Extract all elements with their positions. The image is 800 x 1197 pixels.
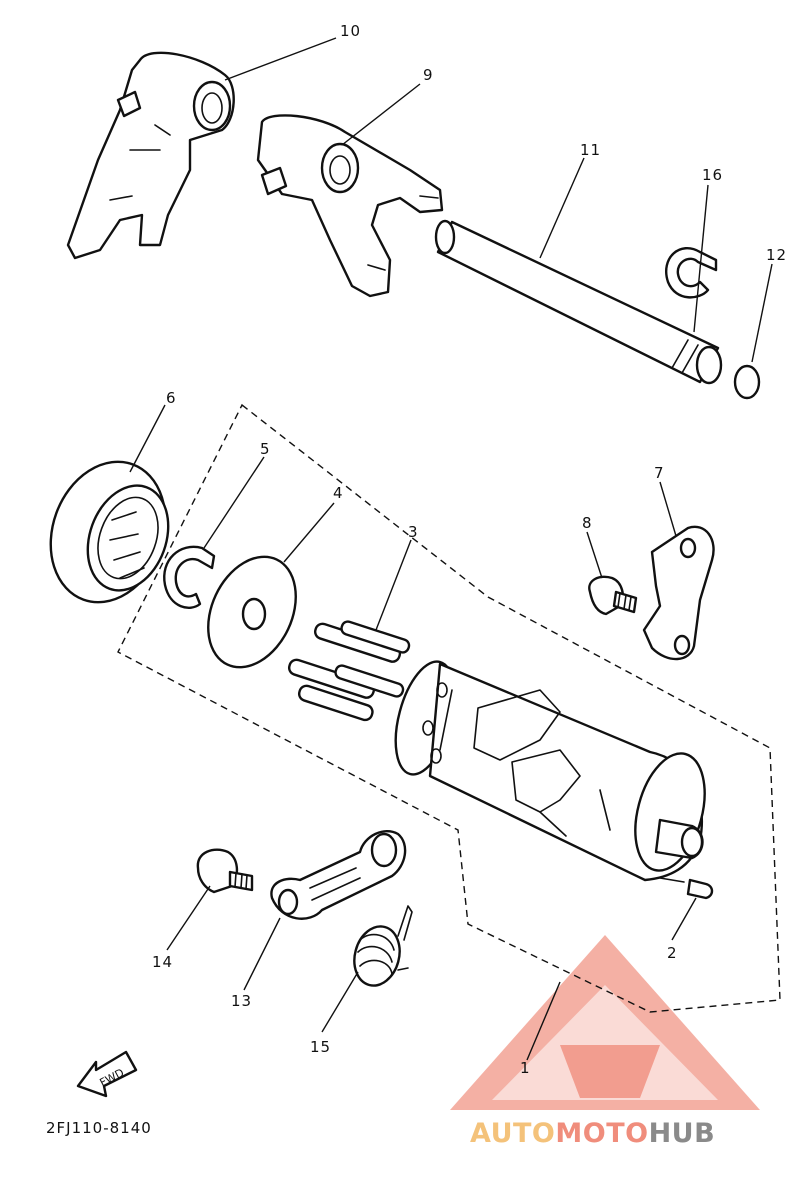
callout-11: 11	[580, 141, 601, 159]
o-ring-12	[733, 364, 761, 400]
drawing-code: 2FJ110-8140	[46, 1119, 152, 1137]
assembly-boundary	[117, 403, 781, 1013]
shift-fork-9	[256, 114, 444, 298]
stopper-plate-7	[642, 525, 715, 661]
shift-drum-1	[394, 660, 706, 882]
circlip-16	[665, 246, 718, 299]
forward-arrow-icon: FWD	[76, 1050, 138, 1098]
callout-13: 13	[231, 992, 252, 1010]
callout-14: 14	[152, 953, 173, 971]
callout-12: 12	[766, 246, 787, 264]
callout-2: 2	[667, 944, 678, 962]
callout-6: 6	[166, 389, 177, 407]
bolt-8	[588, 575, 638, 616]
watermark-hub: HUB	[649, 1118, 716, 1149]
callout-1: 1	[520, 1059, 531, 1077]
callout-7: 7	[654, 464, 665, 482]
watermark-logo-icon	[450, 935, 760, 1110]
washer-4	[207, 555, 297, 669]
pins-3	[287, 620, 411, 722]
watermark-moto: MOTO	[555, 1118, 648, 1149]
watermark-text: AUTOMOTOHUB	[470, 1118, 715, 1149]
callout-3: 3	[408, 523, 419, 541]
spring-15	[353, 905, 413, 987]
callout-8: 8	[582, 514, 593, 532]
watermark-auto: AUTO	[470, 1118, 555, 1149]
callout-10: 10	[340, 22, 361, 40]
callout-5: 5	[260, 440, 271, 458]
callout-9: 9	[423, 66, 434, 84]
pin-2	[659, 877, 714, 900]
bearing-6	[49, 460, 170, 604]
callout-15: 15	[310, 1038, 331, 1056]
callout-16: 16	[702, 166, 723, 184]
circlip-5	[163, 545, 216, 609]
leader-lines	[129, 37, 773, 1061]
shift-arm-13	[270, 829, 407, 920]
bolt-14	[196, 848, 254, 894]
callout-4: 4	[333, 484, 344, 502]
shift-fork-10	[66, 51, 235, 260]
shift-shaft-11	[434, 219, 723, 385]
svg-text:AUTOMOTOHUB: AUTOMOTOHUB	[470, 1118, 715, 1149]
